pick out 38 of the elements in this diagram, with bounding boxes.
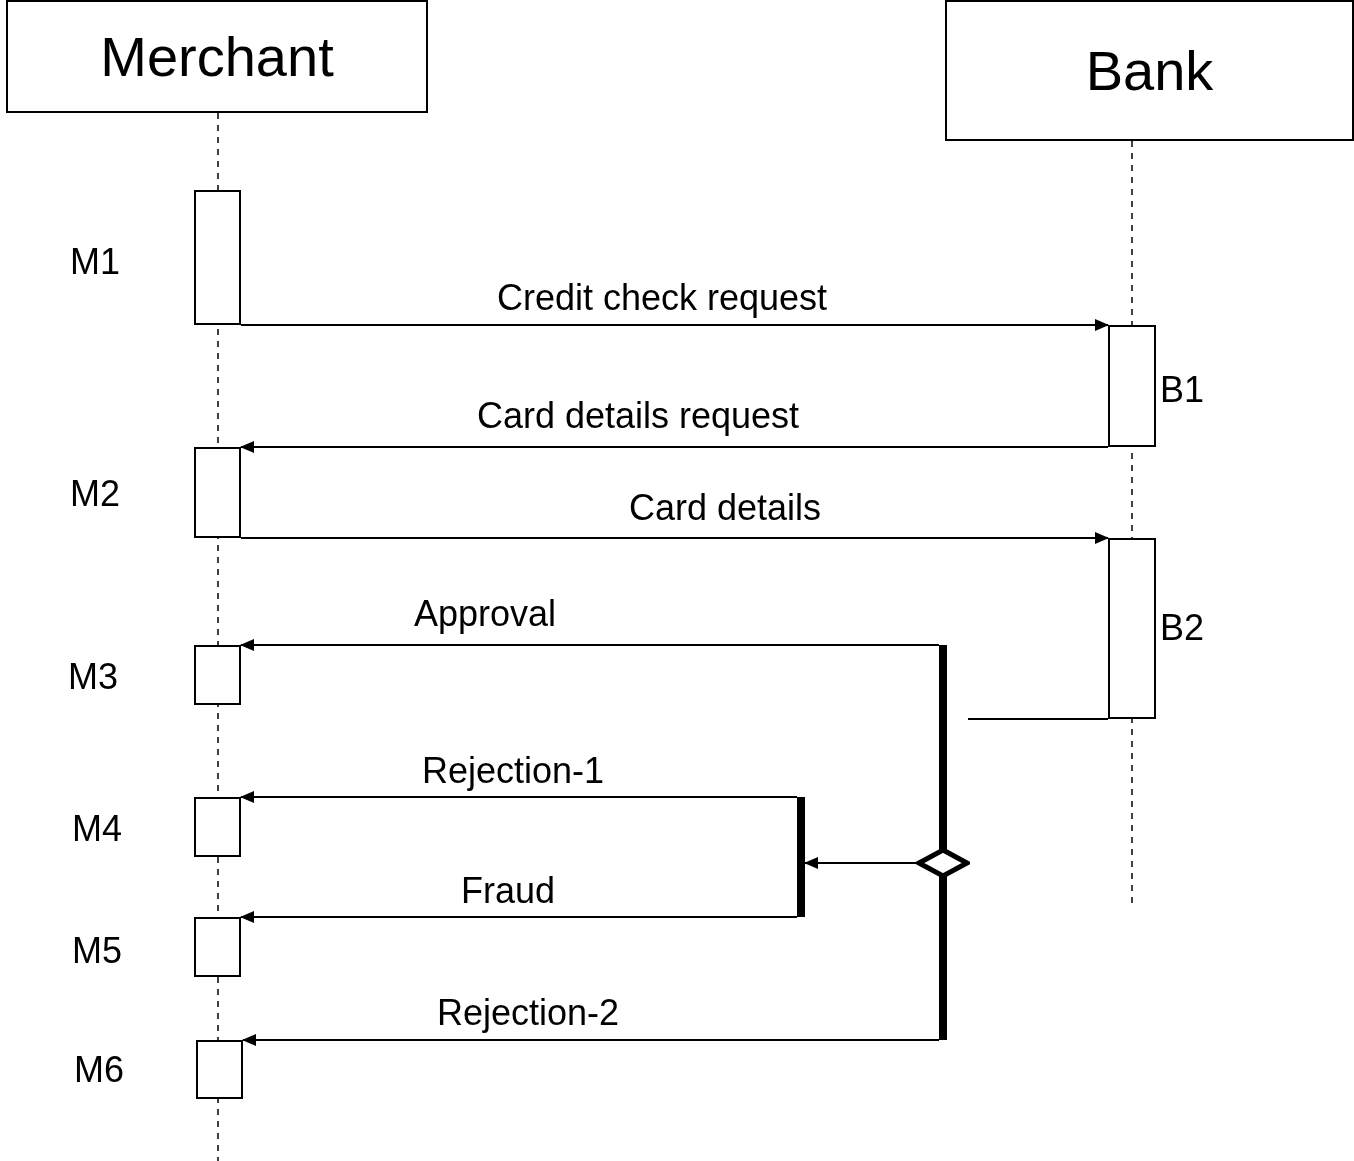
message-arrow — [804, 857, 917, 869]
edge-label: Fraud — [461, 871, 555, 911]
message-arrow — [242, 1034, 940, 1046]
participant-name: Merchant — [100, 28, 334, 85]
edge-label: Card details request — [476, 396, 800, 436]
activation-label: B2 — [1160, 608, 1205, 648]
activation-bar — [194, 917, 241, 977]
activation-bar — [196, 1040, 243, 1099]
edge-label: Approval — [413, 594, 557, 634]
activation-bar — [194, 190, 241, 325]
activation-label: M1 — [70, 242, 120, 282]
activation-bar — [1108, 538, 1156, 719]
activation-label: B1 — [1160, 370, 1205, 410]
message-arrow — [240, 319, 1109, 331]
edge-label: Rejection-1 — [421, 751, 605, 791]
activation-bar — [1108, 325, 1156, 447]
activation-bar — [194, 447, 241, 538]
activation-label: M5 — [72, 931, 122, 971]
message-arrow — [240, 911, 798, 923]
activation-label: M3 — [68, 657, 118, 697]
edge-label: Rejection-2 — [436, 993, 620, 1033]
message-arrow — [240, 532, 1109, 544]
participant-name: Bank — [1085, 42, 1214, 99]
edge-label: Credit check request — [496, 278, 828, 318]
message-arrow — [240, 441, 1109, 453]
lifeline-header-box — [6, 0, 428, 113]
activation-bar — [194, 645, 241, 705]
thick-bar — [797, 797, 805, 917]
message-arrow — [240, 639, 940, 651]
activation-bar — [194, 797, 241, 857]
message-arrow — [240, 791, 798, 803]
activation-label: M2 — [70, 474, 120, 514]
lifeline-header-box — [945, 0, 1354, 141]
activation-label: M6 — [74, 1050, 124, 1090]
activation-label: M4 — [72, 809, 122, 849]
edge-label: Card details — [628, 488, 822, 528]
thick-bar — [939, 645, 947, 1040]
decision-diamond — [916, 847, 970, 879]
